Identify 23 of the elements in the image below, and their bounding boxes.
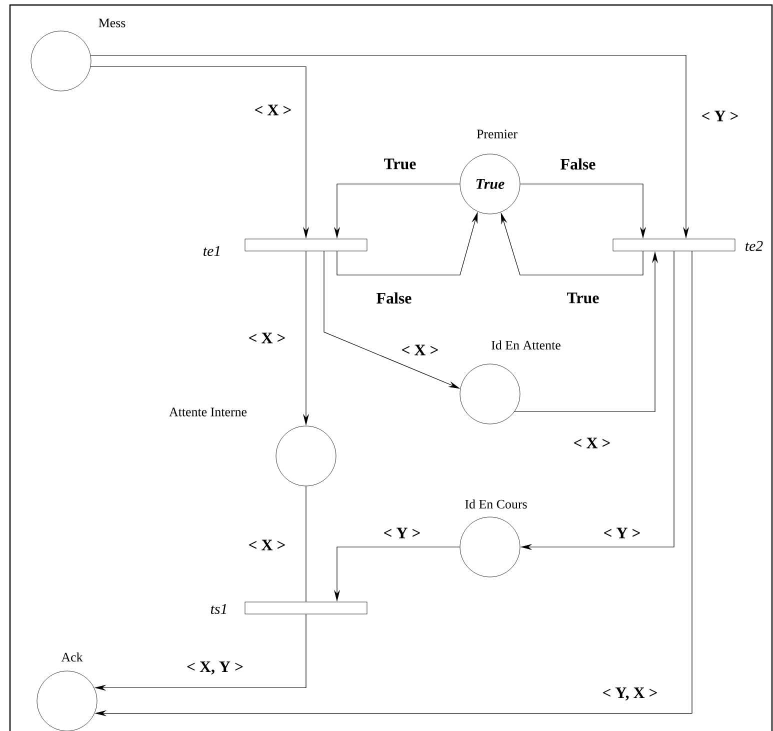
edge-label: True — [382, 158, 418, 170]
edge-label: < Y > — [382, 526, 422, 540]
place-label: Attente Interne — [169, 408, 247, 416]
edge-label: True — [566, 292, 600, 304]
edge-label: < Y > — [700, 110, 740, 122]
edge-label: < X > — [253, 104, 293, 116]
edge-label: False — [559, 157, 597, 171]
place-label: Ack — [61, 652, 83, 662]
transition-label: te1 — [204, 246, 220, 256]
place-label: Id En Attente — [492, 340, 560, 350]
transition-label: ts1 — [210, 604, 226, 614]
edge-label: < Y, X > — [601, 686, 659, 702]
edge-label: < Y > — [602, 526, 642, 540]
edge-label: < X, Y > — [185, 660, 245, 676]
edge-label: < X > — [247, 332, 287, 344]
edge-label: < X > — [572, 436, 612, 450]
edge-label: < X > — [400, 344, 440, 356]
place-label: Id En Cours — [465, 499, 527, 509]
transition-label: te2 — [746, 240, 763, 251]
place-label: Premier — [476, 130, 518, 138]
edge-label: False — [375, 291, 413, 305]
place-label: Mess — [98, 18, 126, 28]
edge-label: < X > — [247, 538, 287, 552]
